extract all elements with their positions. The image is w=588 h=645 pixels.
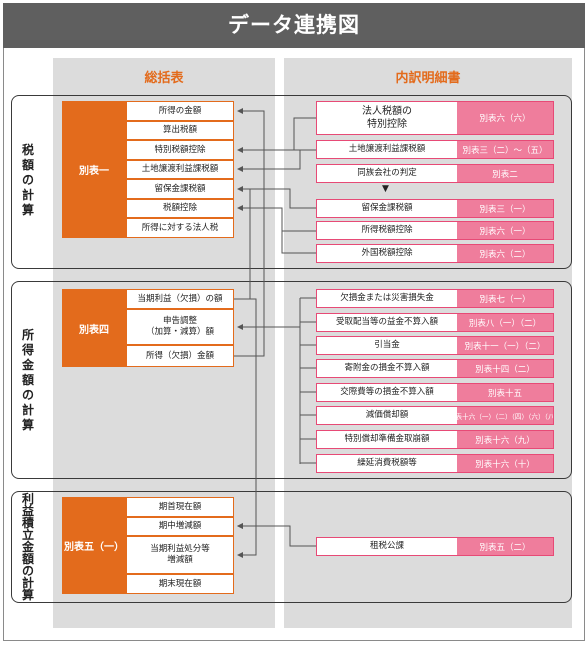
surplus-row: 期首現在額 (126, 497, 234, 517)
detail-label: 留保金課税額 (361, 203, 413, 213)
detail-label: 土地譲渡利益課税額 (348, 144, 426, 154)
detail-row: 引当金 別表十一（一）（二） (316, 336, 554, 355)
detail-form: 別表八（一）（二） (457, 314, 553, 331)
tax-row: 特別税額控除 (126, 140, 234, 160)
detail-form: 別表六（二） (457, 245, 553, 262)
detail-label: 法人税額の 特別控除 (362, 106, 412, 130)
badge-beppyo4: 別表四 (62, 289, 126, 367)
detail-column-heading: 内訳明細書 (395, 71, 461, 86)
detail-form: 別表五（二） (457, 538, 553, 555)
detail-form: 別表十六（九） (457, 431, 553, 448)
badge-beppyo1: 別表一 (62, 101, 126, 238)
detail-label: 租税公課 (369, 541, 404, 551)
detail-form: 別表六（六） (457, 102, 553, 134)
detail-form: 別表三（一） (457, 200, 553, 217)
detail-label: 外国税額控除 (361, 248, 413, 258)
detail-form: 別表二 (457, 165, 553, 182)
section-label-income: 所得金額の計算 (21, 328, 34, 432)
detail-label: 交際費等の損金不算入額 (340, 387, 434, 397)
tax-row: 土地譲渡利益課税額 (126, 160, 234, 179)
detail-label: 欠損金または災害損失金 (340, 293, 434, 303)
detail-label: 同族会社の判定 (357, 168, 417, 178)
income-row: 申告調整 （加算・減算）額 (126, 309, 234, 345)
page-title: データ連携図 (3, 3, 585, 48)
detail-form: 別表三（二）～（五） (457, 141, 553, 158)
detail-row: 同族会社の判定 別表二 (316, 164, 554, 183)
tax-row: 所得に対する法人税 (126, 218, 234, 238)
detail-form: 別表十一（一）（二） (457, 337, 553, 354)
section-income (11, 281, 572, 479)
detail-row: 交際費等の損金不算入額 別表十五 (316, 383, 554, 402)
detail-row: 寄附金の損金不算入額 別表十四（二） (316, 359, 554, 378)
tax-row: 留保金課税額 (126, 179, 234, 199)
detail-row: 外国税額控除 別表六（二） (316, 244, 554, 263)
detail-label: 受取配当等の益金不算入額 (335, 317, 438, 327)
down-triangle-icon: ▼ (382, 184, 389, 194)
detail-label: 所得税額控除 (361, 225, 413, 235)
detail-label: 寄附金の損金不算入額 (344, 363, 430, 373)
detail-row: 所得税額控除 別表六（一） (316, 221, 554, 240)
surplus-row: 期中増減額 (126, 517, 234, 536)
detail-row: 土地譲渡利益課税額 別表三（二）～（五） (316, 140, 554, 159)
surplus-row: 期末現在額 (126, 574, 234, 594)
detail-row: 留保金課税額 別表三（一） (316, 199, 554, 218)
detail-row: 特別償却準備金取崩額 別表十六（九） (316, 430, 554, 449)
detail-row: 受取配当等の益金不算入額 別表八（一）（二） (316, 313, 554, 332)
income-row: 所得（欠損）金額 (126, 345, 234, 367)
detail-row: 欠損金または災害損失金 別表七（一） (316, 289, 554, 308)
detail-label: 引当金 (374, 340, 400, 350)
detail-row: 繰延消費税額等 別表十六（十） (316, 454, 554, 473)
detail-label: 繰延消費税額等 (357, 458, 417, 468)
detail-form: 別表十四（二） (457, 360, 553, 377)
tax-row: 所得の金額 (126, 101, 234, 121)
section-tax (11, 95, 572, 269)
summary-column-heading: 総括表 (144, 71, 184, 86)
detail-label: 減価償却額 (365, 410, 409, 420)
tax-row: 算出税額 (126, 121, 234, 140)
income-row: 当期利益（欠損）の額 (126, 289, 234, 309)
section-surplus (11, 491, 572, 603)
detail-form: 別表十六（一）（二）（四）（六）（八） (457, 407, 553, 424)
section-label-tax: 税額の計算 (21, 143, 34, 217)
detail-label: 特別償却準備金取崩額 (344, 434, 430, 444)
detail-row: 租税公課 別表五（二） (316, 537, 554, 556)
detail-form: 別表六（一） (457, 222, 553, 239)
section-label-surplus: 利益積立金額の計算 (21, 492, 34, 602)
detail-form: 別表十六（十） (457, 455, 553, 472)
badge-beppyo5-1: 別表五（一） (62, 497, 126, 594)
surplus-row: 当期利益処分等 増減額 (126, 536, 234, 574)
detail-form: 別表十五 (457, 384, 553, 401)
detail-row: 減価償却額 別表十六（一）（二）（四）（六）（八） (316, 406, 554, 425)
tax-row: 税額控除 (126, 199, 234, 218)
detail-form: 別表七（一） (457, 290, 553, 307)
detail-row-special-credit: 法人税額の 特別控除 別表六（六） (316, 101, 554, 135)
